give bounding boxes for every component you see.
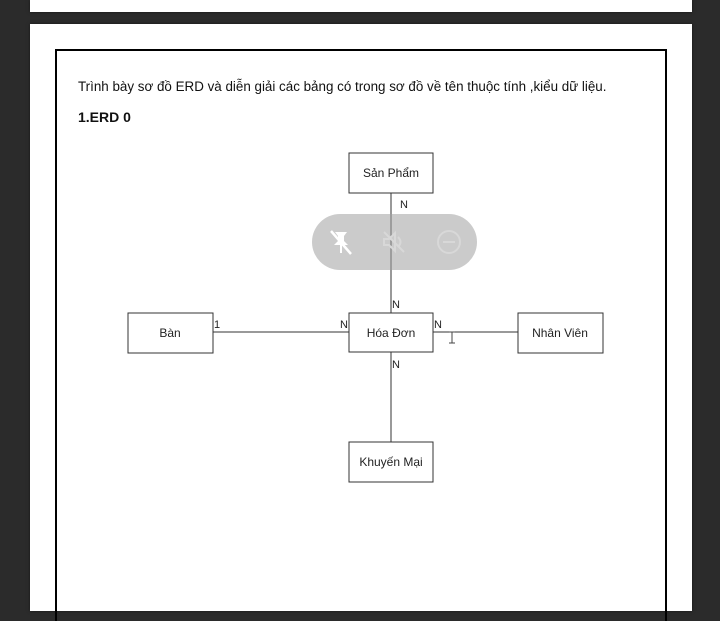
unpin-icon[interactable] — [326, 227, 356, 257]
entity-ban-label: Bàn — [159, 326, 180, 340]
instruction-text: Trình bày sơ đồ ERD và diễn giải các bản… — [78, 79, 607, 94]
cardinality-sanpham-top: N — [400, 199, 408, 211]
cardinality-hoadon-right: N — [434, 319, 442, 331]
cardinality-hoadon-left: N — [340, 319, 348, 331]
entity-hoa-don-label: Hóa Đơn — [367, 326, 416, 340]
entity-khuyen-mai-label: Khuyến Mại — [359, 455, 422, 469]
cardinality-ban: 1 — [214, 319, 220, 331]
text-cursor-icon — [449, 331, 455, 344]
entity-nhan-vien-label: Nhân Viên — [532, 326, 588, 340]
page-border — [55, 49, 667, 621]
entity-khuyen-mai: Khuyến Mại — [348, 441, 434, 483]
cardinality-khuyenmai: N — [392, 359, 400, 371]
entity-san-pham: Sản Phẩm — [348, 152, 434, 194]
minimize-icon[interactable] — [434, 227, 464, 257]
entity-nhan-vien: Nhân Viên — [517, 312, 604, 354]
mute-icon[interactable] — [379, 227, 409, 257]
entity-san-pham-label: Sản Phẩm — [363, 166, 419, 180]
previous-page-bottom — [30, 0, 692, 12]
floating-control-bar — [312, 214, 477, 270]
section-heading: 1.ERD 0 — [78, 109, 131, 125]
entity-hoa-don: Hóa Đơn — [348, 312, 434, 353]
cardinality-sanpham-bottom: N — [392, 299, 400, 311]
entity-ban: Bàn — [127, 312, 214, 354]
